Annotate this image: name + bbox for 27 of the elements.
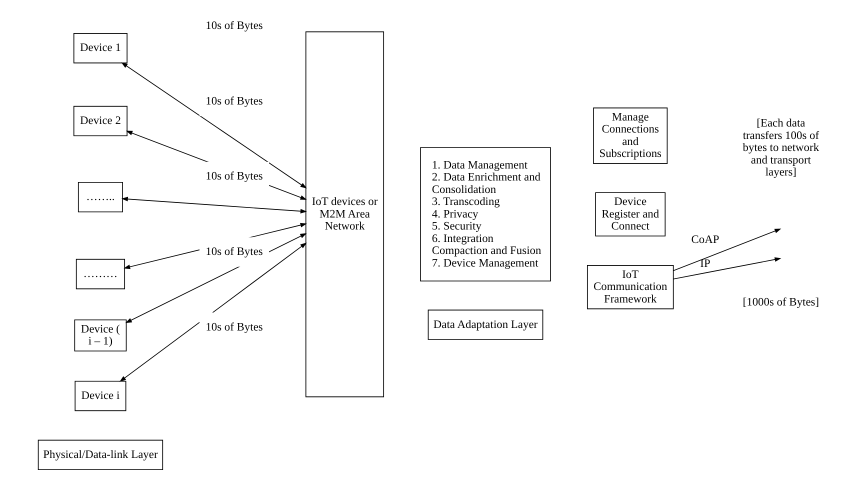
edge-label: IP [700, 258, 710, 270]
node-box: Device ( i – 1) [74, 319, 126, 352]
node-box: Data Adaptation Layer [427, 310, 543, 340]
node-box: IoT devices or M2M Area Network [304, 31, 384, 398]
node-box: Device 2 [72, 106, 127, 136]
node-box: Device 1 [72, 33, 127, 64]
node-box: 1. Data Management 2. Data Enrichment and Consolidation 3. Transcoding 4. Privacy 5. Security 6. Integration Compaction and Fusion 7. Device Management [420, 147, 550, 282]
arrow [120, 196, 307, 214]
arrow [118, 242, 306, 382]
node-box: IoT Communication Framework [586, 265, 674, 310]
node-box: ……… [75, 258, 125, 290]
edge-label: CoAP [690, 234, 719, 246]
label: [1000s of Bytes] [742, 296, 819, 309]
arrow [120, 62, 306, 189]
node-box: Physical/Data-link Layer [37, 440, 163, 470]
arrow [672, 257, 781, 280]
label: 10s of Bytes [205, 95, 262, 108]
label: 10s of Bytes [205, 20, 262, 32]
node-box: Device Register and Connect [594, 192, 666, 236]
node-box: …….. [77, 182, 122, 212]
node-box: Device i [74, 380, 126, 412]
label: [Each data transfers 100s of bytes to network and transport layers] [742, 118, 819, 179]
label: 10s of Bytes [205, 321, 262, 334]
label: 10s of Bytes [205, 246, 262, 258]
node-box: Manage Connections and Subscriptions [592, 108, 668, 164]
label: 10s of Bytes [205, 170, 262, 183]
arrow [672, 228, 781, 272]
